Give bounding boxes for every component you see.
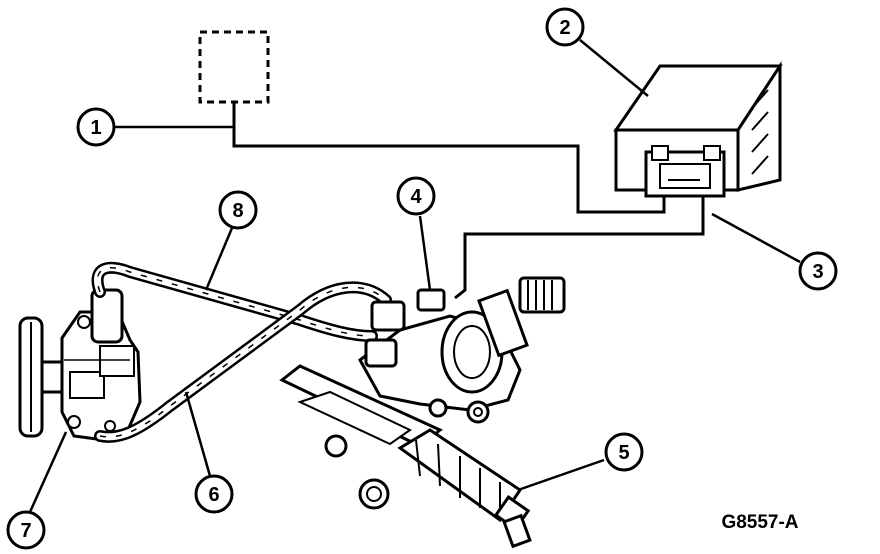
pump-pulley — [18, 316, 66, 438]
leader-line-4 — [418, 215, 432, 291]
callout-1: 1 — [76, 107, 116, 147]
callout-number: 5 — [618, 442, 629, 464]
wire-harness-upper — [232, 102, 666, 214]
pressure-hose — [91, 261, 378, 342]
rack-boot — [397, 428, 532, 549]
leader-line-7 — [28, 431, 68, 513]
callout-3: 3 — [798, 251, 838, 291]
leader-line-3 — [711, 212, 801, 264]
leader-line-6 — [184, 391, 212, 477]
wire-harness-lower — [454, 192, 705, 300]
leader-line-5 — [517, 458, 605, 492]
callout-number: 4 — [410, 186, 422, 208]
callout-number: 1 — [90, 117, 101, 139]
dashed-component-box — [198, 30, 270, 104]
leader-line-8 — [204, 227, 234, 291]
callout-number: 7 — [20, 520, 31, 542]
callout-5: 5 — [604, 432, 644, 472]
steering-gear — [279, 276, 566, 510]
callout-6: 6 — [194, 474, 234, 514]
callout-number: 2 — [559, 17, 570, 39]
callout-7: 7 — [6, 510, 46, 550]
callout-4: 4 — [396, 176, 436, 216]
power-steering-pump — [60, 288, 142, 442]
callout-number: 6 — [208, 484, 219, 506]
callout-number: 8 — [232, 200, 243, 222]
figure-id-label: G8557-A — [721, 512, 798, 533]
callout-number: 3 — [812, 261, 823, 283]
module-connector — [644, 145, 726, 198]
callout-8: 8 — [218, 190, 258, 230]
return-hose — [94, 281, 392, 443]
callout-2: 2 — [545, 7, 585, 47]
leader-line-2 — [579, 39, 649, 97]
